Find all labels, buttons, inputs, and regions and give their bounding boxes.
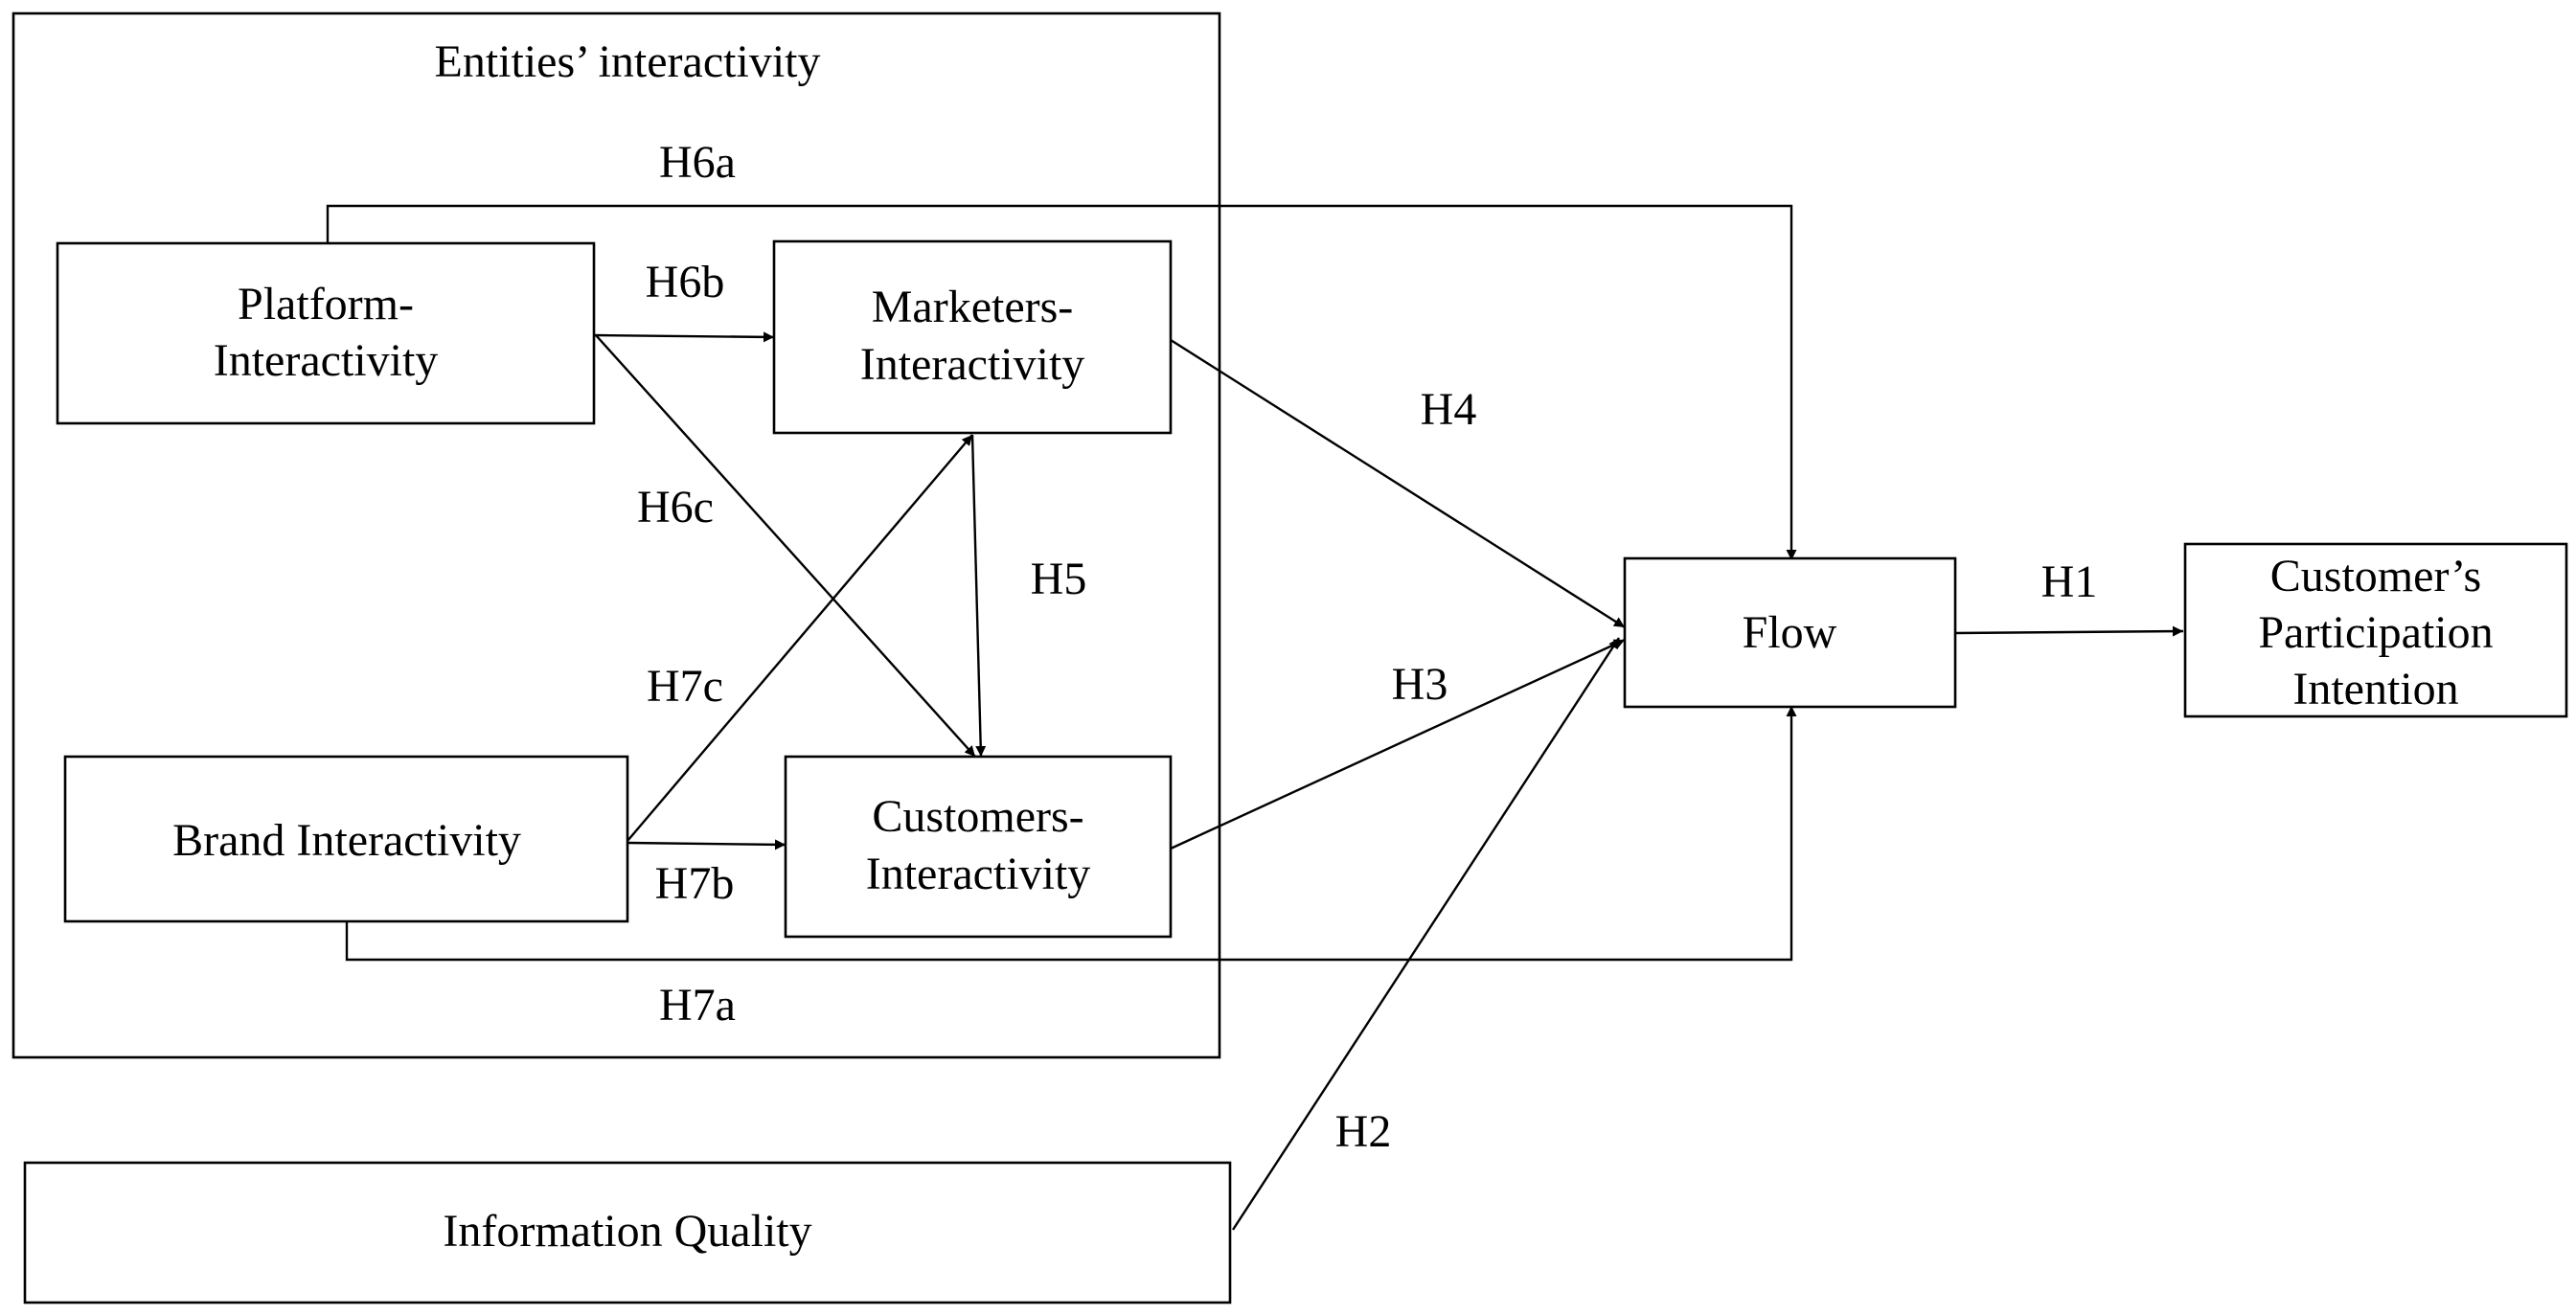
- node-label-line: Intention: [2292, 664, 2458, 714]
- edge-h7c: [627, 434, 973, 842]
- edge-label-h6b: H6b: [646, 257, 725, 307]
- edge-label-h5: H5: [1031, 554, 1087, 604]
- node-marketers-interactivity: Marketers- Interactivity: [772, 239, 1173, 435]
- entities-interactivity-group: [11, 11, 1221, 1059]
- edge-h7a: [345, 706, 1797, 962]
- edge-label-h7b: H7b: [655, 858, 735, 909]
- node-label-line: Information Quality: [443, 1206, 811, 1257]
- node-flow: Flow: [1623, 556, 1957, 709]
- edge-label-h1: H1: [2041, 556, 2098, 607]
- edge-h6c: [595, 334, 976, 758]
- edges: [326, 204, 2184, 1231]
- edge-label-h6c: H6c: [637, 482, 714, 533]
- edge-label-h4: H4: [1421, 384, 1477, 435]
- edge-label-h7a: H7a: [659, 980, 736, 1031]
- node-label-line: Interactivity: [866, 849, 1091, 899]
- node-label-line: Participation: [2258, 607, 2493, 658]
- node-customers-interactivity: Customers- Interactivity: [784, 755, 1173, 939]
- edge-label-h6a: H6a: [659, 137, 736, 188]
- node-label-line: Flow: [1743, 607, 1837, 658]
- node-information-quality: Information Quality: [23, 1161, 1232, 1304]
- node-participation-intention: Customer’s Participation Intention: [2183, 542, 2568, 718]
- node-label-line: Interactivity: [860, 339, 1085, 390]
- node-label-line: Customers-: [872, 791, 1083, 842]
- edge-h1: [1954, 625, 2184, 637]
- node-label-line: Platform-: [238, 279, 414, 329]
- edge-h4: [1170, 338, 1626, 629]
- edge-h7b: [627, 839, 786, 850]
- node-label-line: Customer’s: [2270, 551, 2481, 601]
- group-title: Entities’ interactivity: [435, 36, 821, 87]
- node-brand-interactivity: Brand Interactivity: [63, 755, 629, 923]
- edge-h6a: [326, 204, 1797, 560]
- edge-h6b: [593, 331, 775, 343]
- edge-h2: [1231, 637, 1621, 1231]
- node-label-line: Brand Interactivity: [172, 815, 521, 866]
- node-label-line: Marketers-: [872, 282, 1074, 332]
- edge-h5: [970, 434, 987, 758]
- node-platform-interactivity: Platform- Interactivity: [56, 241, 596, 425]
- edge-h3: [1170, 638, 1626, 850]
- edge-label-h2: H2: [1335, 1106, 1392, 1157]
- node-label-line: Interactivity: [214, 335, 439, 386]
- edge-label-h3: H3: [1392, 659, 1448, 710]
- edge-label-h7c: H7c: [647, 661, 723, 712]
